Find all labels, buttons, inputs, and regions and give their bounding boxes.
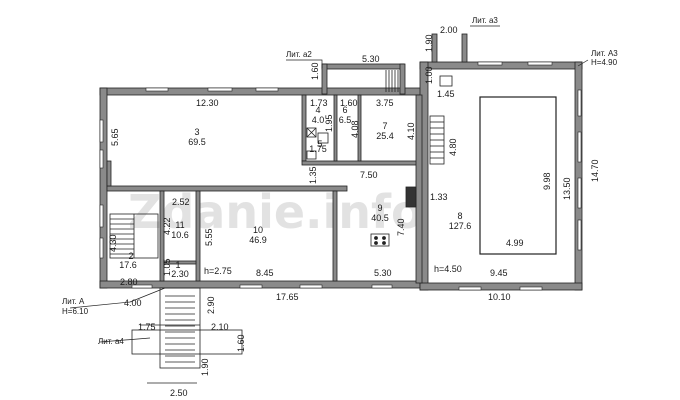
- room-3-area: 69.5: [188, 137, 206, 147]
- dim-1-90a: 1.90: [424, 34, 434, 52]
- room-7-area: 25.4: [376, 131, 394, 141]
- dim-4-80: 4.80: [448, 138, 458, 156]
- dim-9-45: 9.45: [490, 268, 508, 278]
- dim-1-05: 1.05: [162, 258, 172, 276]
- dim-2-80: 2.80: [120, 277, 138, 287]
- room-5-area: 1.75: [309, 144, 327, 154]
- dim-13-50: 13.50: [562, 177, 572, 200]
- room-6-area: 6.5: [339, 115, 352, 125]
- room-2-number: 2: [128, 251, 133, 261]
- dim-1-60a: 1.60: [340, 98, 358, 108]
- dim-2-90: 2.90: [206, 296, 216, 314]
- dim-4-10: 4.10: [406, 122, 416, 140]
- tag-lit-a3: Лит. а3: [472, 16, 498, 25]
- dim-1-33: 1.33: [430, 192, 448, 202]
- room-labels: 1 2.30 2 17.6 3 69.5 4 4.0 5 1.75 6 6.5 …: [119, 105, 471, 279]
- staircase-a2: [385, 70, 399, 92]
- dim-7-50: 7.50: [360, 170, 378, 180]
- leader-lines: [69, 25, 589, 384]
- height-label-1: h=2.75: [204, 266, 232, 276]
- dim-4-08: 4.08: [350, 120, 360, 138]
- tag-lit-a4: Лит. а4: [98, 337, 124, 346]
- room-10-number: 10: [253, 225, 263, 235]
- dim-1-45: 1.45: [437, 89, 455, 99]
- tag-lit-A3: Лит. А3: [591, 49, 618, 58]
- dim-2-52: 2.52: [172, 197, 190, 207]
- dim-10-10: 10.10: [488, 292, 511, 302]
- room-2-area: 17.6: [119, 260, 137, 270]
- dim-1-60b: 1.60: [310, 62, 320, 80]
- room-11-number: 11: [175, 220, 184, 230]
- room-5-number: 5: [317, 139, 322, 149]
- room-4-area: 4.0: [312, 115, 325, 125]
- staircase-entrance: [131, 287, 243, 369]
- dimension-labels: 12.30 5.65 1.73 1.60 3.75 5.30 1.60 1.95…: [108, 25, 600, 398]
- room-3-number: 3: [194, 127, 199, 137]
- room-7-number: 7: [382, 121, 387, 131]
- dim-1-75: 1.75: [138, 322, 156, 332]
- room-8-number: 8: [457, 211, 462, 221]
- dim-7-40: 7.40: [396, 218, 406, 236]
- room-10-area: 46.9: [249, 235, 267, 245]
- dim-2-10: 2.10: [211, 322, 229, 332]
- windows: [99, 61, 582, 291]
- room-6-number: 6: [342, 105, 347, 115]
- dim-3-75: 3.75: [376, 98, 394, 108]
- room-1-number: 1: [175, 260, 180, 270]
- room-11-area: 10.6: [171, 230, 189, 240]
- tag-height-a: Н=6.10: [62, 307, 89, 316]
- dim-4-30: 4.30: [108, 234, 118, 252]
- dim-14-70: 14.70: [590, 159, 600, 182]
- dim-1-35: 1.35: [308, 166, 318, 184]
- staircase-main: [109, 213, 159, 259]
- dim-12-30: 12.30: [196, 98, 219, 108]
- tag-lit-a2: Лит. а2: [286, 50, 312, 59]
- dim-4-00: 4.00: [124, 298, 142, 308]
- dim-8-45: 8.45: [256, 268, 274, 278]
- room-4-number: 4: [315, 105, 320, 115]
- dim-5-30-top: 5.30: [362, 54, 380, 64]
- dim-4-99: 4.99: [506, 238, 524, 248]
- tag-lit-a: Лит. А: [62, 297, 85, 306]
- dim-1-60c: 1.60: [236, 334, 246, 352]
- dim-5-65: 5.65: [110, 128, 120, 146]
- height-label-2: h=4.50: [434, 264, 462, 274]
- dim-5-55: 5.55: [204, 228, 214, 246]
- dim-1-95: 1.95: [324, 114, 334, 132]
- watermark: Zdanie.info: [128, 185, 423, 239]
- stove-fixture: [370, 186, 417, 247]
- room-8-area: 127.6: [449, 221, 472, 231]
- dim-2-50: 2.50: [170, 388, 188, 398]
- dim-4-22: 4.22: [162, 217, 172, 235]
- dim-2-00: 2.00: [440, 25, 458, 35]
- tag-height-A3: Н=4.90: [591, 58, 618, 67]
- floor-area-outline: [479, 96, 557, 255]
- dim-5-30-mid: 5.30: [374, 268, 392, 278]
- dim-1-73: 1.73: [310, 98, 328, 108]
- dim-17-65: 17.65: [276, 292, 299, 302]
- room-1-area: 2.30: [171, 269, 189, 279]
- room-9-number: 9: [377, 203, 382, 213]
- dim-1-00: 1.00: [424, 66, 434, 84]
- dim-1-90b: 1.90: [200, 358, 210, 376]
- dim-9-98: 9.98: [542, 172, 552, 190]
- sanitary-fixtures: [306, 127, 329, 160]
- staircase-a3: [429, 75, 453, 165]
- building-walls: [99, 33, 583, 291]
- room-9-area: 40.5: [371, 213, 389, 223]
